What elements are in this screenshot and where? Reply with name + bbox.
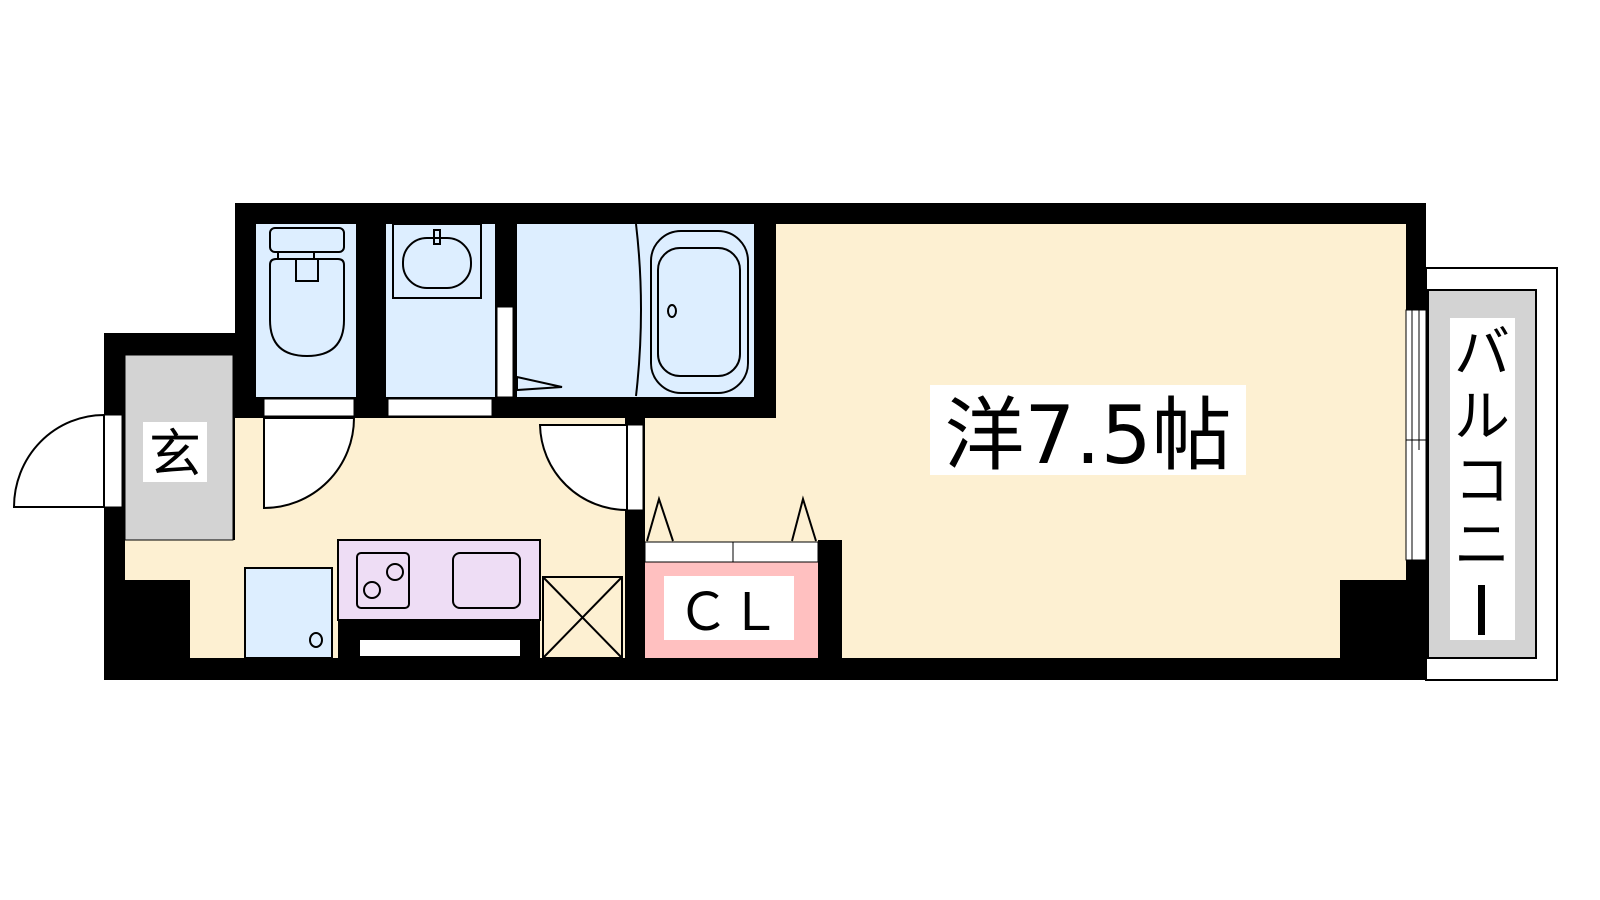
svg-text:ル: ル — [1454, 385, 1510, 450]
toilet-door-swing — [263, 417, 356, 510]
stove-icon — [356, 552, 410, 609]
washroom — [386, 224, 495, 397]
closet-label: ＣＬ — [677, 583, 781, 643]
svg-text:ニ: ニ — [1454, 513, 1510, 578]
closet-door-icon — [646, 495, 817, 542]
folding-door-icon — [516, 375, 563, 392]
refrigerator-space — [244, 567, 333, 659]
bathtub-icon — [635, 223, 749, 397]
sink-icon — [392, 223, 482, 299]
balcony-window[interactable] — [1405, 309, 1427, 561]
room-door-swing — [538, 424, 628, 512]
svg-text:コ: コ — [1454, 449, 1510, 514]
balcony-label: バ ル コ ニ — [1454, 321, 1510, 635]
washing-machine-space — [542, 576, 623, 659]
entrance-label: 玄 — [149, 425, 201, 485]
bathroom — [517, 224, 754, 397]
entrance-door-swing[interactable] — [12, 413, 105, 508]
western-room-label: 洋7.5帖 — [944, 389, 1231, 482]
kitchen-sink-icon — [452, 552, 521, 609]
svg-text:バ: バ — [1454, 321, 1510, 386]
toilet-icon — [269, 227, 345, 358]
